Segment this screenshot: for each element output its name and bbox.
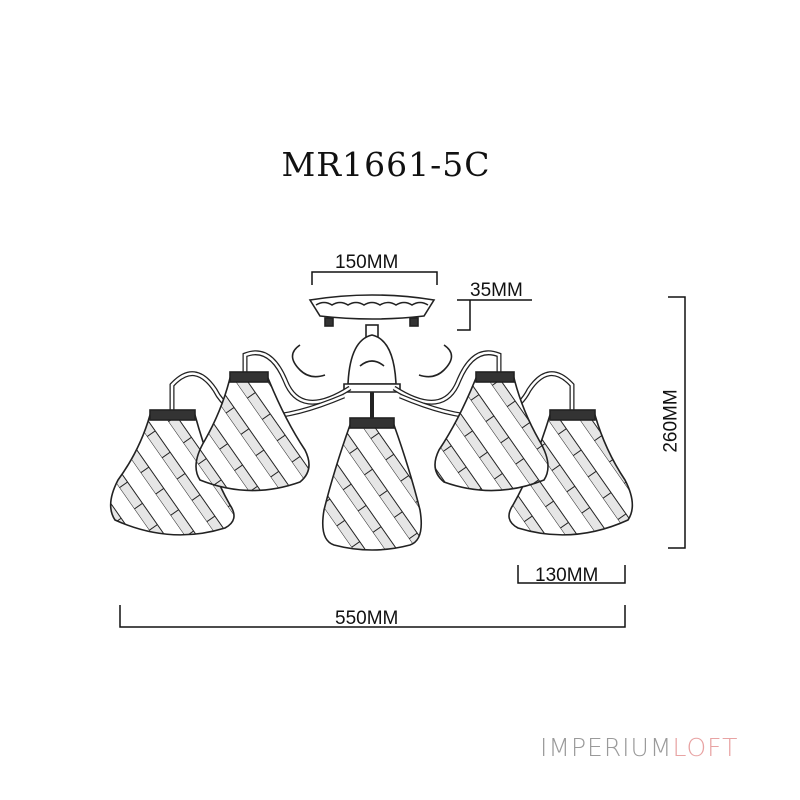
dim-label-total-width: 550MM (335, 608, 399, 629)
dim-line-35 (457, 299, 532, 331)
canopy (308, 294, 436, 320)
dim-label-shade-width: 130MM (535, 565, 599, 586)
dim-label-canopy-height: 35MM (470, 280, 523, 301)
dimension-lines (119, 271, 686, 628)
body (347, 334, 397, 385)
dim-line-260 (668, 296, 686, 549)
shade-center (321, 417, 423, 551)
imperiumloft-logo: IMPERIUMLOFT (540, 733, 739, 762)
shade-right-outer (508, 409, 634, 536)
shade-left-inner (195, 371, 310, 492)
dim-line-130 (517, 565, 626, 584)
shade-right-inner (434, 371, 549, 492)
model-title: MR1661-5C (281, 145, 491, 184)
dim-line-550 (119, 605, 626, 628)
chandelier (109, 294, 634, 551)
dim-label-total-height: 260MM (660, 389, 682, 453)
dim-line-150 (311, 271, 438, 285)
dim-label-canopy-width: 150MM (335, 252, 399, 273)
